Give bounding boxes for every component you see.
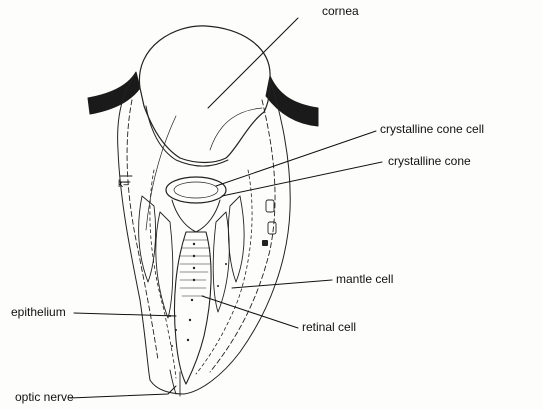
small-mark-text: k= xyxy=(118,178,129,192)
label-crystalline-cone: crystalline cone xyxy=(388,154,471,168)
leader-optic-nerve xyxy=(70,386,176,398)
crystalline-cone-inner xyxy=(174,182,218,198)
right-cell-2 xyxy=(213,212,229,312)
label-cornea: cornea xyxy=(322,4,359,18)
optic-nerve-lines xyxy=(170,370,180,396)
cone-stalk xyxy=(172,200,220,232)
nucleus-right-3 xyxy=(262,240,268,246)
right-pigment-band xyxy=(266,76,318,126)
label-optic-nerve: optic nerve xyxy=(15,390,74,404)
label-crystalline-cone-cell: crystalline cone cell xyxy=(380,122,484,136)
outer-contour-right xyxy=(184,80,290,394)
upper-faint-lines xyxy=(146,108,262,230)
nucleus-right-2 xyxy=(268,222,276,234)
left-pigment-band xyxy=(88,72,140,114)
leader-retinal-cell xyxy=(202,296,298,328)
inner-dashed-right xyxy=(210,100,275,372)
leader-mantle-cell xyxy=(232,280,332,288)
leader-crystalline-cone xyxy=(222,162,382,196)
label-retinal-cell: retinal cell xyxy=(302,320,356,334)
bottom-taper xyxy=(150,380,184,394)
left-cell-1 xyxy=(139,196,156,282)
label-epithelium: epithelium xyxy=(11,305,66,319)
left-cell-2 xyxy=(156,212,173,318)
central-dots xyxy=(169,243,227,347)
right-cell-1 xyxy=(228,196,244,282)
nucleus-right-1 xyxy=(266,200,274,212)
label-mantle-cell: mantle cell xyxy=(336,272,393,286)
leader-epithelium xyxy=(74,313,176,316)
leader-crystalline-cone-cell xyxy=(216,131,376,186)
leader-cornea xyxy=(208,18,298,108)
crystalline-cone-oval xyxy=(166,177,226,203)
